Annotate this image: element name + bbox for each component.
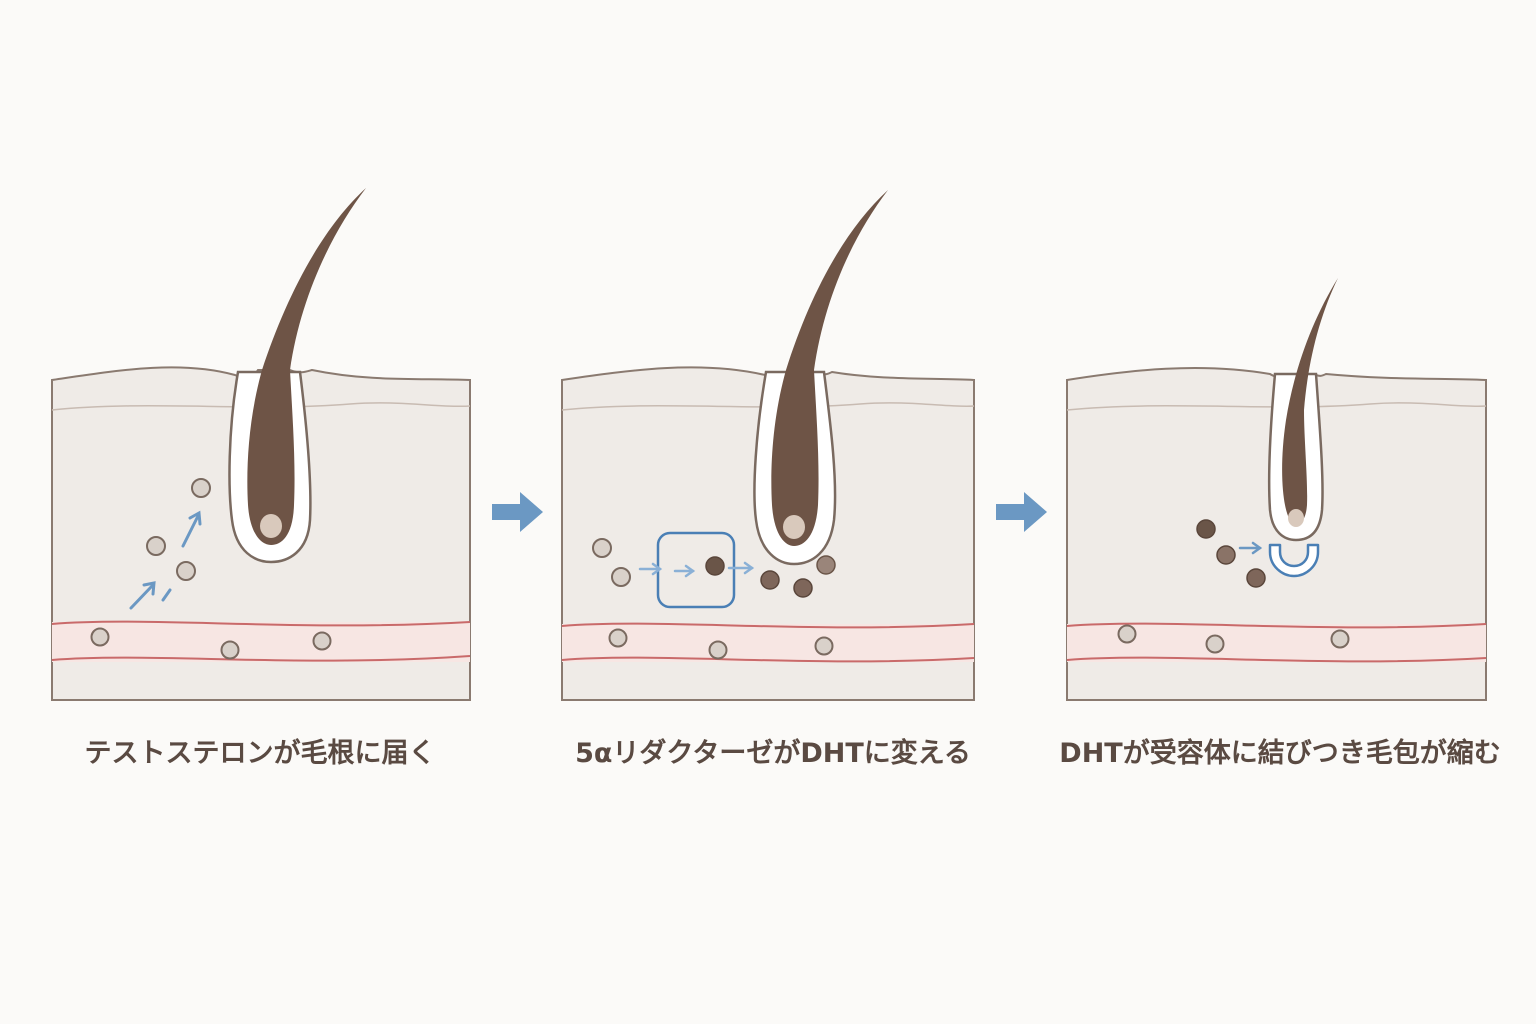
- vessel-wall-bottom-panel-2: [561, 656, 975, 663]
- testosterone-molecule: [611, 567, 631, 587]
- hair-bulb-papilla-panel-1: [260, 514, 282, 538]
- testosterone-molecule: [146, 536, 166, 556]
- conversion-arrow: [638, 562, 663, 576]
- blood-vessel-panel-1: [52, 622, 470, 662]
- blood-molecule: [220, 640, 240, 660]
- androgen-receptor: [1268, 543, 1320, 578]
- movement-arrow-stub: [161, 588, 172, 602]
- dht-molecule: [760, 570, 780, 590]
- testosterone-molecule: [592, 538, 612, 558]
- step-arrow-1-to-2: [492, 492, 543, 532]
- movement-arrow: [181, 510, 202, 548]
- dht-molecule: [1246, 568, 1266, 588]
- testosterone-molecule: [176, 561, 196, 581]
- blood-molecule: [814, 636, 834, 656]
- dht-molecule: [1196, 519, 1216, 539]
- dht-molecule: [816, 555, 836, 575]
- hair-shaft-panel-1: [247, 188, 366, 545]
- panel-2: [561, 190, 975, 701]
- vessel-wall-top-panel-2: [561, 622, 975, 629]
- blood-molecule: [312, 631, 332, 651]
- binding-arrow: [1238, 541, 1263, 555]
- conversion-arrow: [673, 564, 696, 578]
- thin-hair-shaft: [1282, 278, 1338, 524]
- vessel-wall-bottom-panel-3: [1066, 656, 1487, 663]
- testosterone-molecule: [191, 478, 211, 498]
- step-arrow-2-to-3: [996, 492, 1047, 532]
- blood-molecule: [1205, 634, 1225, 654]
- conversion-arrow: [727, 561, 755, 575]
- panel-1: [51, 188, 471, 701]
- dht-molecule: [705, 556, 725, 576]
- blood-vessel-panel-2: [562, 624, 974, 662]
- step-1-caption: テストステロンが毛根に届く: [84, 738, 436, 769]
- vessel-wall-top-panel-1: [51, 620, 471, 627]
- vessel-wall-top-panel-3: [1066, 622, 1487, 629]
- hair-bulb-papilla-panel-3: [1288, 509, 1304, 527]
- blood-molecule: [608, 628, 628, 648]
- epidermis-line-panel-1: [51, 402, 471, 411]
- step-2-caption: 5αリダクターゼがDHTに変える: [575, 738, 971, 769]
- panel-3: [1066, 278, 1487, 701]
- hair-shaft-panel-2: [771, 190, 888, 546]
- blood-molecule: [1117, 624, 1137, 644]
- dht-molecule: [1216, 545, 1236, 565]
- hair-bulb-papilla-panel-2: [783, 515, 805, 539]
- vessel-wall-bottom-panel-1: [51, 655, 471, 662]
- dht-molecule: [793, 578, 813, 598]
- blood-molecule: [708, 640, 728, 660]
- movement-arrow: [129, 581, 156, 610]
- step-3-caption: DHTが受容体に結びつき毛包が縮む: [1059, 738, 1501, 769]
- blood-vessel-panel-3: [1067, 624, 1486, 662]
- epidermis-line-panel-3: [1066, 402, 1487, 411]
- blood-molecule: [1330, 629, 1350, 649]
- blood-molecule: [90, 627, 110, 647]
